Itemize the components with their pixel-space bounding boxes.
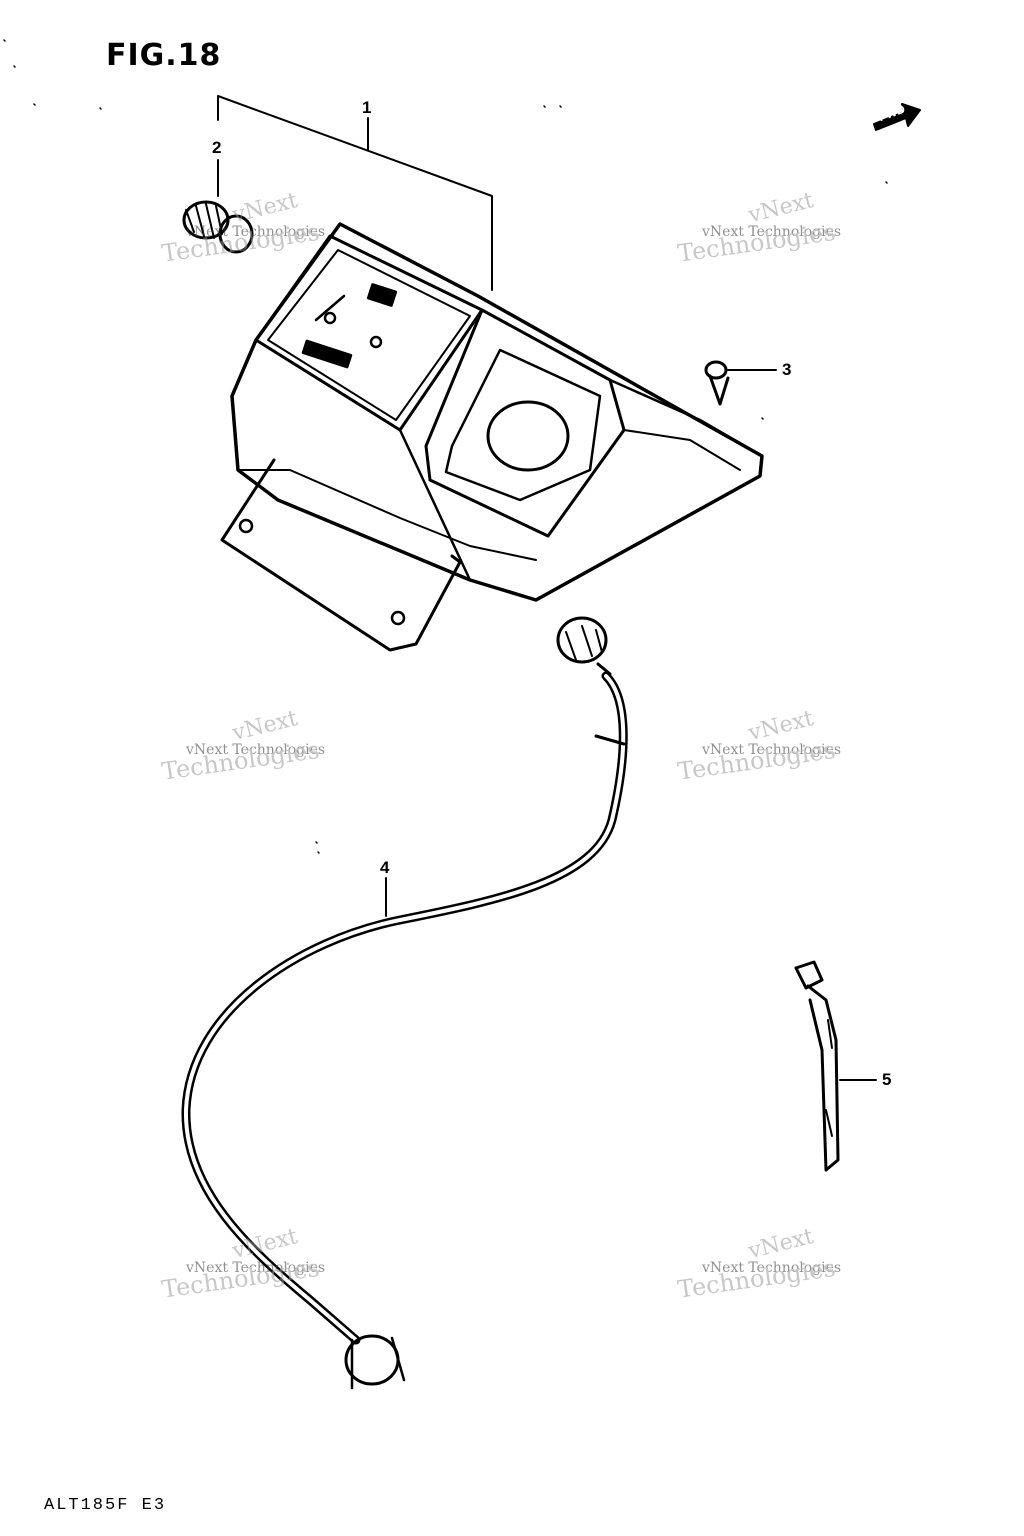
cable-cap-drawing [182,200,254,254]
gauge-opening [486,400,570,472]
callout-1: 1 [362,98,372,117]
callout-5: 5 [882,1070,892,1089]
mounting-plate [220,458,462,652]
callout-2: 2 [212,138,222,157]
forward-arrow [873,103,921,131]
bracket-1 [217,95,493,291]
speedometer-housing [230,222,764,602]
figure-title: FIG.18 [106,38,222,73]
drawing-code: ALT185F E3 [44,1496,167,1515]
screw-drawing [704,360,777,406]
clamp-drawing [794,960,877,1172]
callout-3: 3 [782,360,792,379]
callout-4: 4 [380,858,390,877]
cable-drawing [181,616,628,1390]
